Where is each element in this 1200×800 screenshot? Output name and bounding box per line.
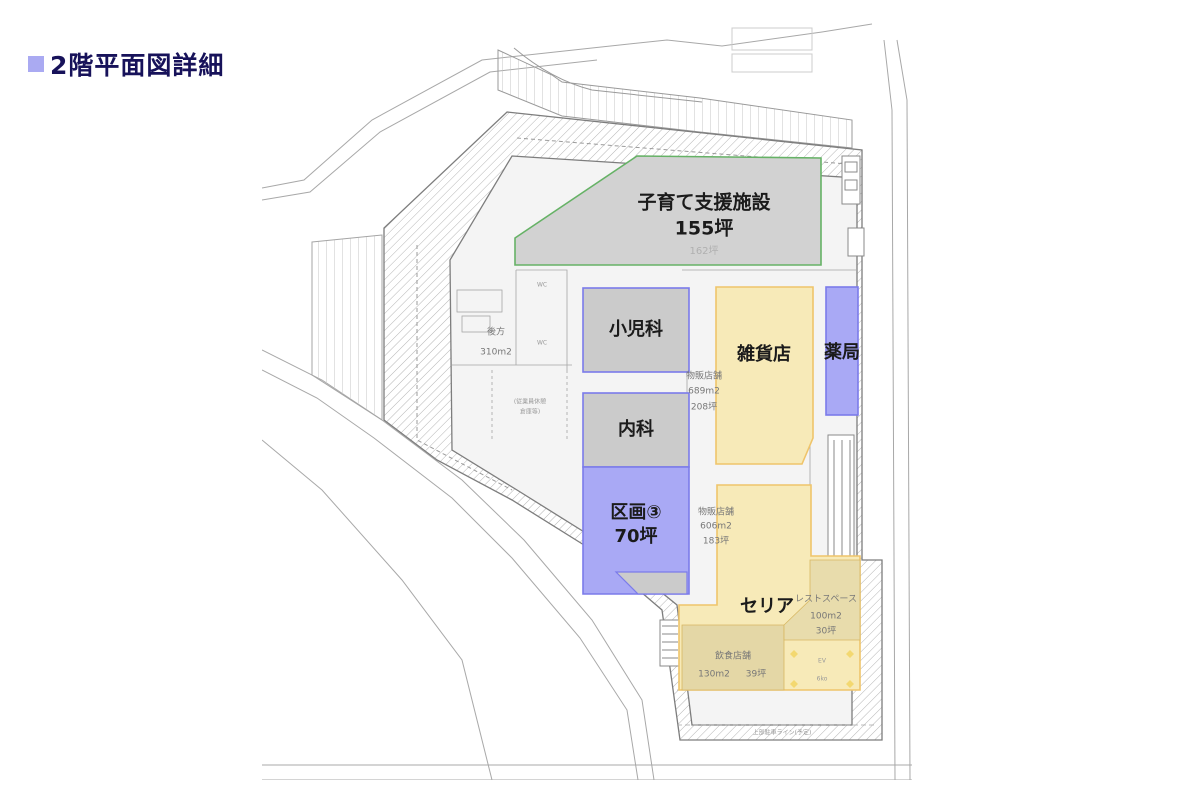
label-pharmacy: 薬局	[824, 342, 860, 364]
note-retail-upper-m2: 689m2	[688, 386, 720, 397]
label-childcare: 子育て支援施設	[637, 191, 771, 214]
note-ev: EV	[818, 657, 826, 665]
west-parking-rows	[311, 234, 383, 421]
note-retail-lower-name: 物販店舗	[697, 507, 735, 518]
label-internal-medicine: 内科	[618, 419, 654, 441]
room-pharmacy	[825, 286, 859, 416]
note-wc-b: WC	[536, 339, 548, 347]
label-seria: セリア	[740, 596, 794, 618]
note-restaurant-tsubo: 39坪	[745, 669, 767, 680]
note-retail-upper-tsubo: 208坪	[690, 402, 718, 413]
page-heading: 2階平面図詳細	[28, 48, 224, 80]
floor-plan-drawing	[262, 23, 912, 780]
room-childcare	[514, 155, 822, 266]
retail-block	[678, 286, 861, 691]
note-ev-sub: 6ko	[816, 675, 828, 683]
note-rest-space-name: レストスペース	[795, 594, 857, 605]
floor-plan: 子育て支援施設 155坪 162坪 小児科 内科 区画③ 70坪 雑貨店 薬局 …	[262, 20, 912, 780]
section3-corner	[614, 571, 688, 595]
note-backyard-m2: 310m2	[480, 347, 512, 358]
clinic-block	[582, 286, 859, 595]
note-backyard-name: 後方	[486, 327, 506, 338]
label-section3: 区画③	[610, 502, 662, 524]
stair-cores	[659, 155, 865, 667]
note-bottom: 上部駐車ライン(予定)	[752, 729, 812, 737]
room-restaurant	[681, 624, 785, 691]
note-retail-lower-tsubo: 183坪	[702, 536, 730, 547]
note-wc-a: WC	[536, 281, 548, 289]
note-shared-name: (従業員休憩	[513, 398, 547, 406]
room-rest-space	[783, 559, 861, 641]
note-restaurant-name: 飲食店舗	[714, 651, 752, 662]
north-parking-lot	[497, 27, 853, 149]
label-pediatrics: 小児科	[609, 319, 663, 341]
note-retail-lower-m2: 606m2	[700, 521, 732, 532]
label-section3-area: 70坪	[614, 526, 658, 548]
note-rest-space-m2: 100m2	[810, 611, 842, 622]
label-childcare-old-area: 162坪	[689, 246, 719, 257]
room-general-store	[715, 286, 814, 465]
room-internal-medicine	[582, 392, 690, 468]
label-childcare-area: 155坪	[674, 217, 734, 240]
room-pediatrics	[582, 287, 690, 373]
heading-marker	[28, 56, 44, 72]
room-section3	[582, 466, 690, 595]
note-shared-sub: 倉庫等)	[519, 408, 541, 416]
label-general-store: 雑貨店	[737, 344, 791, 366]
ev-diamonds	[790, 650, 854, 688]
note-rest-space-tsubo: 30坪	[815, 626, 837, 637]
page-title: 2階平面図詳細	[50, 51, 225, 80]
note-restaurant-m2: 130m2	[698, 669, 730, 680]
note-retail-upper-name: 物販店舗	[685, 371, 723, 382]
